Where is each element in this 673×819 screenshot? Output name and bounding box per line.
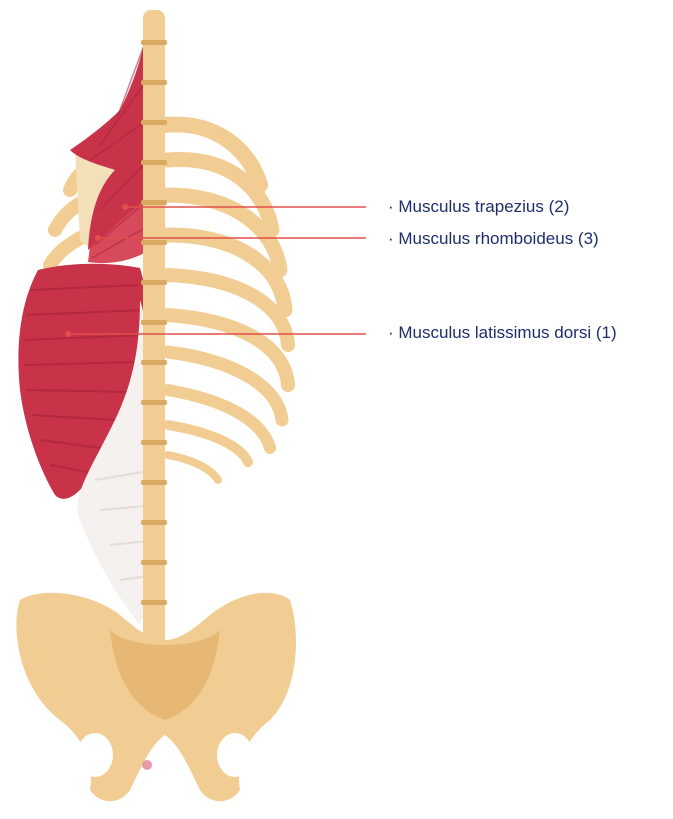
label-rhomboideus: · Musculus rhomboideus (3)	[388, 229, 599, 249]
marker-trapezius	[122, 204, 128, 210]
latissimus-muscle-icon	[18, 264, 160, 625]
rib-cage-icon	[165, 124, 288, 480]
label-latissimus-dorsi: · Musculus latissimus dorsi (1)	[388, 323, 617, 343]
marker-rhomboideus	[95, 235, 101, 241]
marker-latissimus	[65, 331, 71, 337]
spine-icon	[141, 10, 167, 650]
label-trapezius: · Musculus trapezius (2)	[388, 197, 569, 217]
